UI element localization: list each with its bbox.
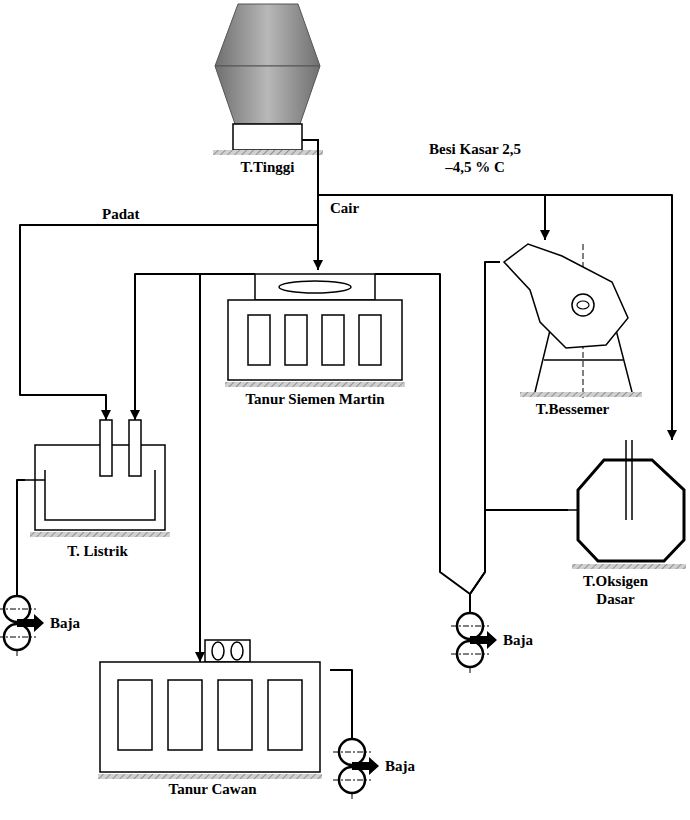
- flow-line: [318, 176, 545, 240]
- electric-furnace-figure: [25, 420, 170, 537]
- flow-note: Cair: [328, 199, 361, 217]
- flow-note: Padat: [100, 205, 142, 223]
- furnace-label: Tanur Siemen Martin: [243, 390, 386, 408]
- crucible-furnace: Tanur Cawan: [95, 662, 330, 798]
- rolling-mill: Baja: [4, 595, 94, 651]
- flow-line: [317, 176, 319, 270]
- flow-line: [470, 510, 568, 612]
- flow-line: [135, 274, 215, 420]
- rolling-mill-symbol: [0, 590, 44, 656]
- crucible-furnace-figure: [98, 640, 322, 779]
- product-label: Baja: [48, 614, 82, 632]
- flow-line: [470, 262, 500, 612]
- product-label: Baja: [383, 757, 417, 775]
- rolling-mill-symbol: [451, 607, 497, 673]
- rolling-mill: Baja: [339, 738, 429, 794]
- flow-line: [17, 480, 25, 595]
- rolling-mill: Baja: [457, 612, 547, 668]
- furnace-label: T.Oksigen Dasar: [571, 572, 660, 608]
- electric-furnace: T. Listrik: [25, 420, 170, 560]
- furnace-label: T.Tinggi: [238, 158, 296, 176]
- flow-line: [330, 670, 352, 738]
- product-label: Baja: [501, 631, 535, 649]
- flow-line: [20, 176, 318, 420]
- flow-note: Besi Kasar 2,5 –4,5 % C: [425, 140, 525, 176]
- furnace-label: T. Listrik: [65, 542, 130, 560]
- furnace-label: Tanur Cawan: [167, 780, 259, 798]
- flow-line: [200, 274, 215, 662]
- blast-furnace-figure: [213, 4, 323, 180]
- oxygen-converter-figure: [568, 440, 686, 569]
- bessemer-converter: T.Bessemer: [500, 240, 645, 418]
- flow-line: [415, 274, 470, 612]
- open-hearth-figure: [215, 274, 415, 387]
- furnace-label: T.Bessemer: [534, 400, 611, 418]
- open-hearth-furnace: Tanur Siemen Martin: [215, 270, 415, 408]
- bessemer-figure: [504, 244, 642, 398]
- oxygen-converter: T.Oksigen Dasar: [568, 440, 688, 608]
- blast-furnace: T.Tinggi: [205, 0, 330, 176]
- rolling-mill-symbol: [333, 733, 379, 799]
